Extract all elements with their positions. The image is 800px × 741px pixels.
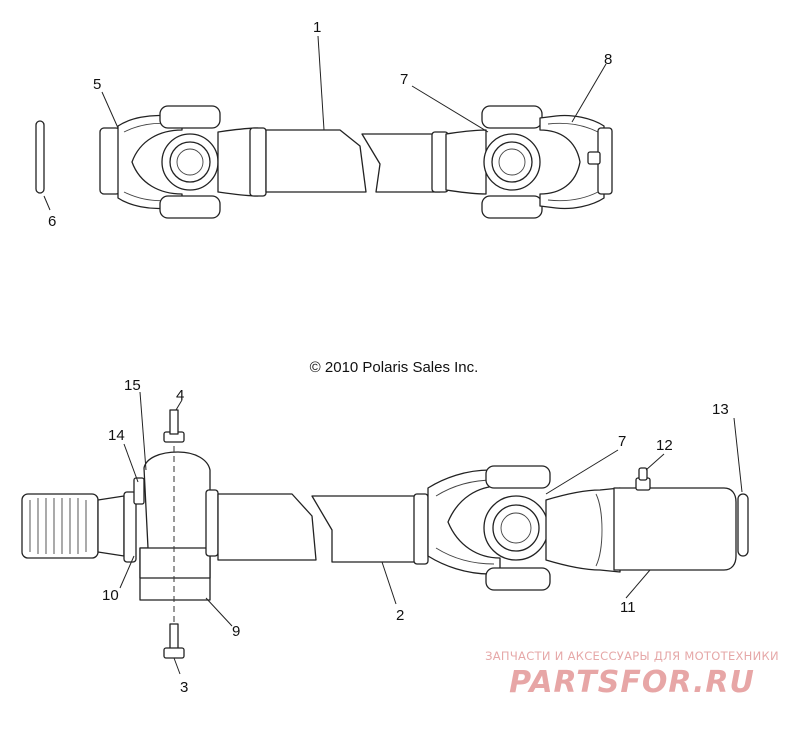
u-joint-yoke [413, 465, 551, 591]
tube-left [265, 129, 367, 193]
callout-1: 1 [313, 19, 321, 36]
seal-13 [737, 493, 749, 557]
watermark-logo: PARTSFOR.RU [509, 665, 755, 700]
splined-stub [21, 491, 137, 563]
roll-pin-6 [35, 120, 45, 194]
left-yoke [99, 105, 267, 219]
callout-8: 8 [604, 51, 612, 68]
copyright-notice: © 2010 Polaris Sales Inc. [310, 359, 479, 376]
bolt-4 [163, 409, 185, 443]
bolt-3 [163, 623, 185, 659]
callout-4: 4 [176, 387, 184, 404]
rear-prop-shaft-assembly [21, 391, 749, 675]
bearing-housing [133, 451, 219, 601]
slip-yoke-11 [545, 467, 737, 573]
callout-14: 14 [108, 427, 125, 444]
callout-10: 10 [102, 587, 119, 604]
callout-13: 13 [712, 401, 729, 418]
callout-3: 3 [180, 679, 188, 696]
callout-11: 11 [620, 599, 636, 616]
callout-5: 5 [93, 76, 101, 93]
callout-12: 12 [656, 437, 673, 454]
watermark-tagline: ЗАПЧАСТИ И АКСЕССУАРЫ ДЛЯ МОТОТЕХНИКИ [485, 649, 779, 663]
tube-right [361, 133, 441, 193]
right-yoke [431, 105, 613, 219]
tube-2-right [311, 495, 421, 563]
callout-2: 2 [396, 607, 404, 624]
callout-9: 9 [232, 623, 240, 640]
tube-2-left [217, 493, 317, 561]
callout-15: 15 [124, 377, 141, 394]
callout-labels: 1 5 6 7 8 15 4 14 10 9 3 2 7 12 13 11 [48, 19, 729, 696]
watermark: ЗАПЧАСТИ И АКСЕССУАРЫ ДЛЯ МОТОТЕХНИКИ PA… [485, 649, 779, 700]
callout-7-top: 7 [400, 71, 408, 88]
callout-7-bottom: 7 [618, 433, 626, 450]
front-prop-shaft-assembly [35, 35, 613, 219]
callout-6: 6 [48, 213, 56, 230]
